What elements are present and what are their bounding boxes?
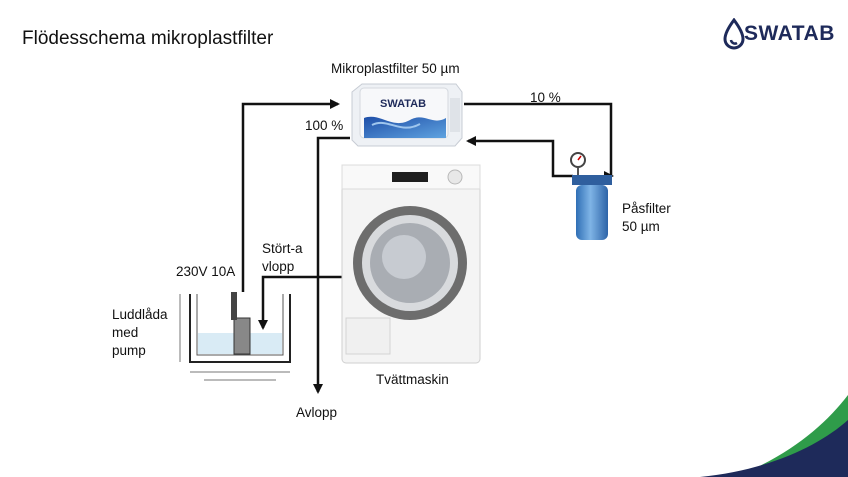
lint-box-label-line1: Luddlåda bbox=[112, 307, 168, 322]
pipe-washer-to-lintbox bbox=[258, 275, 345, 330]
pipe-bagfilter-return bbox=[466, 136, 573, 178]
brand-logo-text: SWATAB bbox=[744, 22, 835, 45]
bag-filter-label-line1: Påsfilter bbox=[622, 201, 671, 216]
overflow-label-line1: Stört-a bbox=[262, 241, 303, 256]
lint-box-label-line2: med bbox=[112, 325, 139, 340]
drain-label: Avlopp bbox=[296, 405, 338, 420]
filter-logo-text: SWATAB bbox=[380, 98, 426, 110]
washer-label: Tvättmaskin bbox=[376, 372, 449, 387]
bag-filter bbox=[570, 152, 612, 240]
swatab-drop-icon bbox=[723, 18, 745, 50]
power-label: 230V 10A bbox=[176, 264, 236, 279]
pipe-pump-to-filter bbox=[241, 99, 340, 292]
flow-10-percent: 10 % bbox=[530, 90, 561, 105]
flow-100-percent: 100 % bbox=[305, 118, 344, 133]
lint-box-with-pump bbox=[179, 292, 291, 381]
bag-filter-label-line2: 50 µm bbox=[622, 219, 660, 234]
washing-machine bbox=[341, 164, 481, 364]
pipe-filter-to-bagfilter bbox=[464, 102, 613, 176]
corner-swoosh-navy bbox=[700, 420, 848, 477]
pipe-filter-to-drain bbox=[313, 136, 350, 394]
microplastic-filter-unit bbox=[351, 83, 463, 147]
page-title: Flödesschema mikroplastfilter bbox=[22, 28, 274, 49]
overflow-label-line2: vlopp bbox=[262, 259, 295, 274]
filter-label: Mikroplastfilter 50 µm bbox=[331, 61, 460, 76]
lint-box-label-line3: pump bbox=[112, 343, 146, 358]
